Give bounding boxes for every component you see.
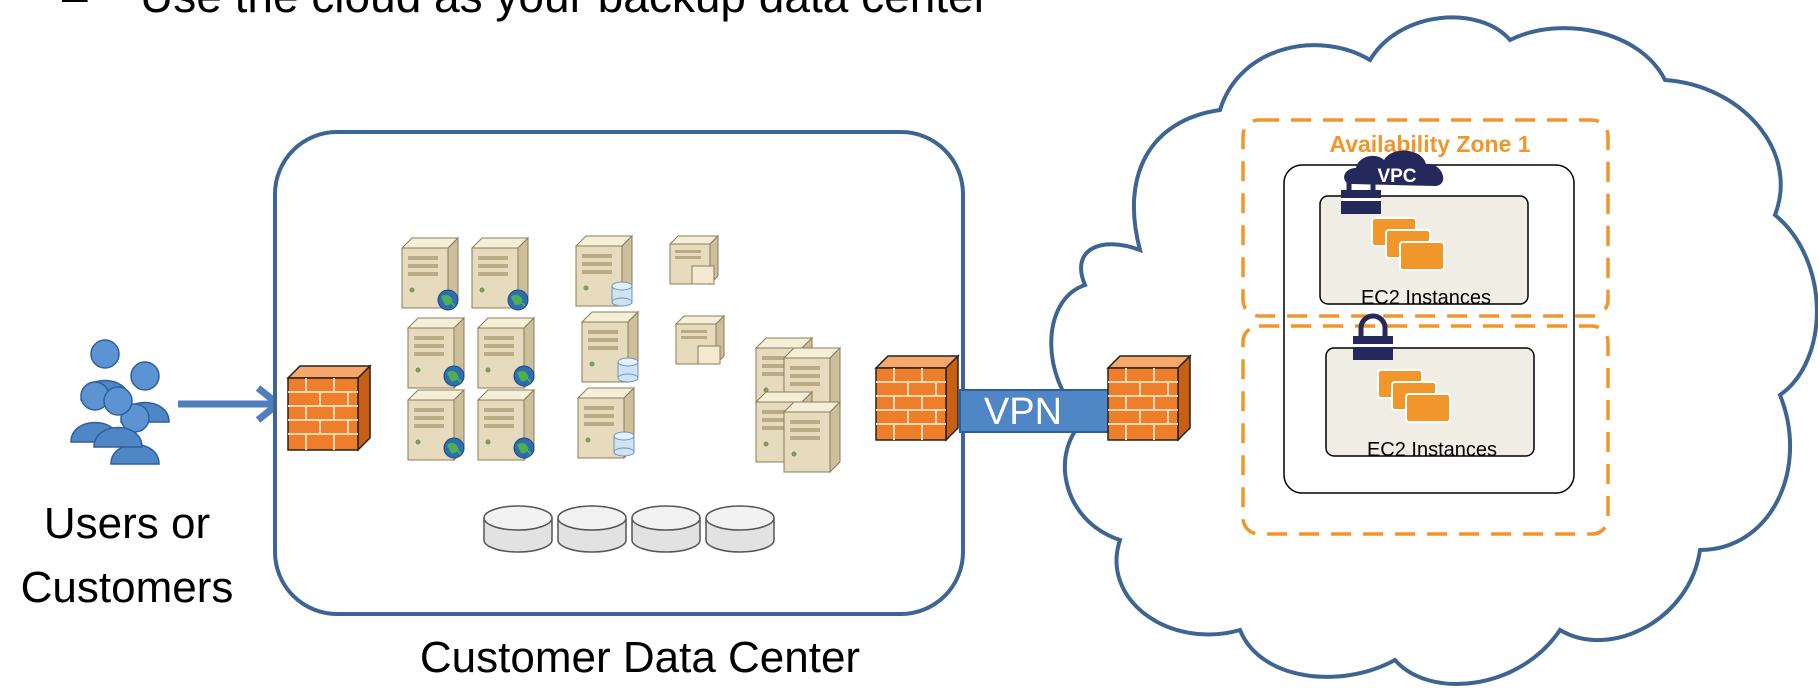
availability-zone-1-label: Availability Zone 1 bbox=[1329, 131, 1530, 157]
server-rack-icon bbox=[755, 337, 841, 473]
bullet-heading: Use the cloud as your backup data center bbox=[140, 0, 989, 22]
firewall-icon bbox=[287, 365, 371, 451]
connection-arrow bbox=[178, 385, 282, 423]
availability-zone-2 bbox=[1241, 324, 1610, 536]
bullet-dash: – bbox=[62, 0, 88, 22]
vpn-label: VPN bbox=[984, 391, 1062, 433]
datacenter-label: Customer Data Center bbox=[420, 633, 860, 682]
firewall-icon bbox=[875, 355, 959, 441]
instance-group-2-label: EC2 Instances bbox=[1367, 439, 1497, 461]
instance-group-1-label: EC2 Instances bbox=[1361, 287, 1491, 309]
users-label-line2: Customers bbox=[21, 563, 234, 612]
users-group-icon bbox=[70, 339, 170, 465]
database-server-icon bbox=[575, 235, 639, 459]
vpc-label: VPC bbox=[1377, 166, 1416, 187]
firewall-icon bbox=[1107, 355, 1191, 441]
availability-zone-1 bbox=[1241, 118, 1610, 318]
users-label-line1: Users or bbox=[44, 499, 210, 548]
vpc-badge bbox=[1344, 150, 1444, 186]
